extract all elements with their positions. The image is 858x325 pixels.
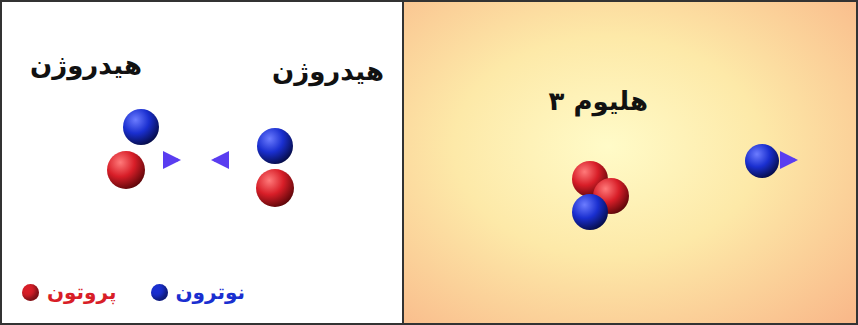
left-panel <box>0 0 403 325</box>
neutron <box>123 109 159 145</box>
label-box: هیدروژن <box>272 56 384 87</box>
particle-label: هیدروژن <box>272 56 384 86</box>
legend-item: پروتون <box>22 280 117 304</box>
legend-swatch <box>22 284 39 301</box>
neutron <box>257 128 293 164</box>
neutron <box>745 144 779 178</box>
divider <box>402 0 404 325</box>
motion-arrow <box>164 159 178 162</box>
proton <box>256 169 294 207</box>
legend-text: نوترون <box>176 280 246 304</box>
particle-label: هیدروژن <box>30 50 142 80</box>
legend-item: نوترون <box>151 280 246 304</box>
particle-label: هلیوم ۳ <box>548 86 648 116</box>
legend: نوترون پروتون <box>22 280 245 304</box>
neutron <box>572 194 608 230</box>
right-panel <box>403 0 858 325</box>
label-box: هیدروژن <box>30 50 142 81</box>
label-box: هلیوم ۳ <box>548 86 648 117</box>
proton <box>107 151 145 189</box>
legend-text: پروتون <box>47 280 117 304</box>
motion-arrow <box>781 159 795 162</box>
motion-arrow <box>214 159 228 162</box>
legend-swatch <box>151 284 168 301</box>
